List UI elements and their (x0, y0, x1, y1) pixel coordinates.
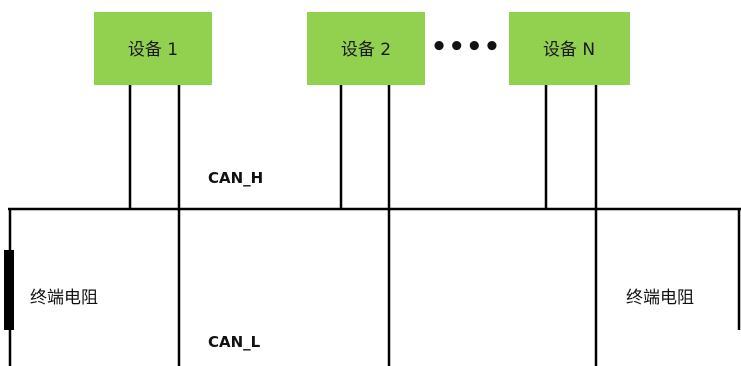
device-1-label: 设备 1 (128, 40, 178, 60)
can-low-label: CAN_L (208, 333, 261, 351)
device-2-label: 设备 2 (341, 40, 391, 60)
right-terminator-label: 终端电阻 (626, 288, 694, 308)
device-n-box (509, 12, 630, 85)
can-high-label: CAN_H (208, 169, 263, 187)
left-terminator-resistor (4, 250, 14, 330)
device-2-box (307, 12, 425, 85)
device-2: 设备 2 (307, 12, 425, 85)
device-1-box (94, 12, 212, 85)
left-terminator-label: 终端电阻 (30, 288, 98, 308)
device-n: 设备 N (509, 12, 630, 85)
ellipsis-dots: •••• (431, 32, 501, 62)
device-n-label: 设备 N (543, 40, 595, 60)
device-1: 设备 1 (94, 12, 212, 85)
